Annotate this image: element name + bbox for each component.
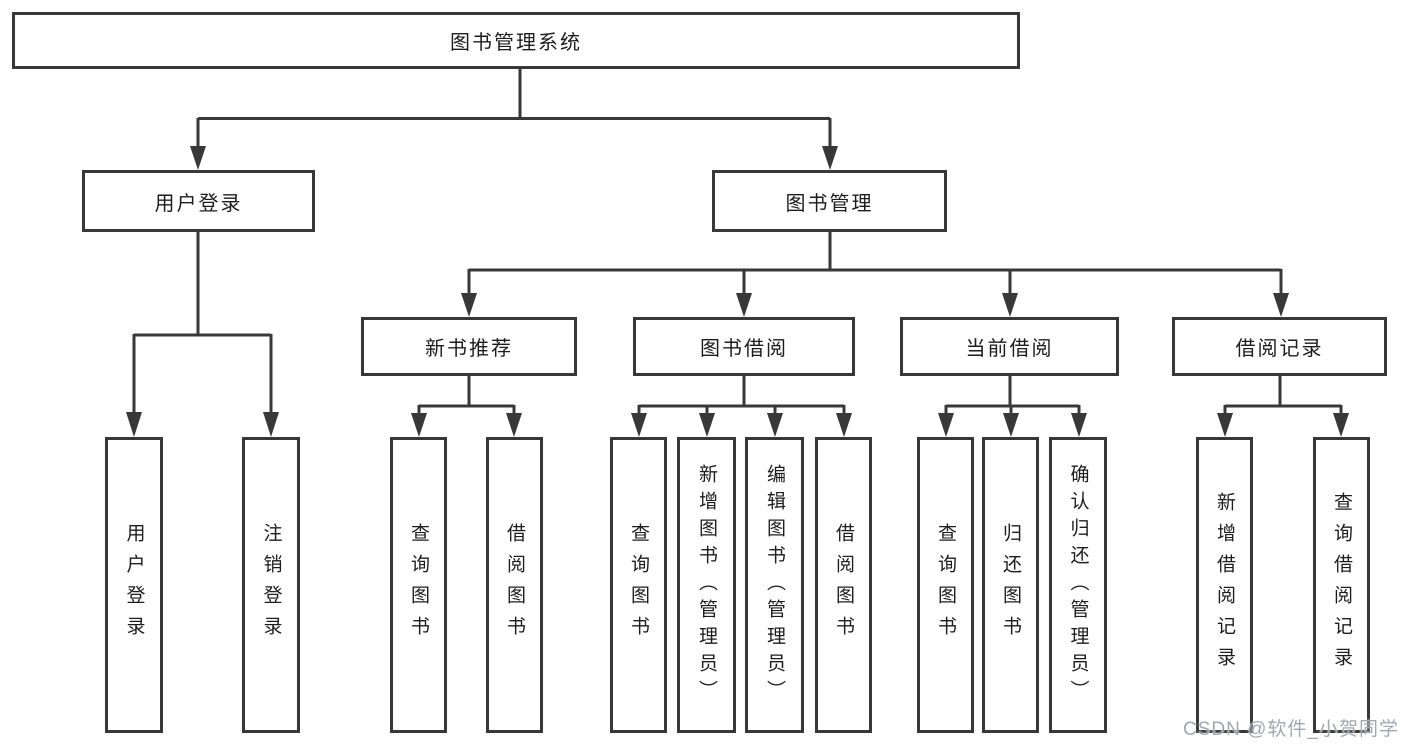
node-book-management: 图书管理 <box>712 170 947 232</box>
node-leaf-borrow-books-2: 借阅图书 <box>815 437 872 733</box>
node-leaf-query-borrow-record-label: 查询借阅记录 <box>1331 492 1352 678</box>
node-new-book-recommend: 新书推荐 <box>361 317 577 376</box>
node-leaf-query-books-1: 查询图书 <box>390 437 447 733</box>
arrowheads <box>126 146 1349 437</box>
node-leaf-query-borrow-record: 查询借阅记录 <box>1313 437 1370 733</box>
node-user-login-label: 用户登录 <box>154 192 243 215</box>
node-borrowing-records-label: 借阅记录 <box>1235 338 1324 360</box>
node-book-borrowing-label: 图书借阅 <box>700 338 788 360</box>
node-leaf-user-login-label: 用户登录 <box>123 523 145 647</box>
node-leaf-add-book-admin: 新增图书（管理员） <box>677 437 736 733</box>
node-leaf-query-books-3: 查询图书 <box>917 437 974 733</box>
node-leaf-add-borrow-record-label: 新增借阅记录 <box>1214 492 1235 678</box>
node-leaf-confirm-return-admin-label: 确认归还（管理员） <box>1067 463 1089 707</box>
node-leaf-add-borrow-record: 新增借阅记录 <box>1196 437 1253 733</box>
node-new-book-recommend-label: 新书推荐 <box>425 338 513 360</box>
node-leaf-query-books-3-label: 查询图书 <box>935 523 956 647</box>
node-borrowing-records: 借阅记录 <box>1172 317 1387 376</box>
node-leaf-return-books: 归还图书 <box>982 437 1039 733</box>
node-leaf-query-books-1-label: 查询图书 <box>408 523 429 647</box>
node-leaf-confirm-return-admin: 确认归还（管理员） <box>1049 437 1107 733</box>
node-user-login: 用户登录 <box>82 170 315 232</box>
node-leaf-query-books-2: 查询图书 <box>610 437 667 733</box>
node-leaf-return-books-label: 归还图书 <box>1000 523 1021 647</box>
node-leaf-add-book-admin-label: 新增图书（管理员） <box>696 463 717 707</box>
node-leaf-borrow-books-2-label: 借阅图书 <box>833 523 854 647</box>
node-leaf-edit-book-admin: 编辑图书（管理员） <box>745 437 804 733</box>
node-leaf-logout: 注销登录 <box>242 437 300 733</box>
node-current-borrowing-label: 当前借阅 <box>965 338 1054 360</box>
node-root-label: 图书管理系统 <box>450 32 582 54</box>
node-leaf-borrow-books-1-label: 借阅图书 <box>504 523 525 647</box>
node-book-borrowing: 图书借阅 <box>633 317 855 376</box>
node-book-management-label: 图书管理 <box>785 192 874 215</box>
node-leaf-logout-label: 注销登录 <box>260 523 282 647</box>
node-leaf-user-login: 用户登录 <box>105 437 163 733</box>
node-leaf-query-books-2-label: 查询图书 <box>628 523 649 647</box>
node-leaf-edit-book-admin-label: 编辑图书（管理员） <box>764 463 785 707</box>
node-leaf-borrow-books-1: 借阅图书 <box>486 437 543 733</box>
csdn-watermark: CSDN @软件_小贺同学 <box>1183 719 1399 740</box>
node-root: 图书管理系统 <box>12 12 1020 69</box>
node-current-borrowing: 当前借阅 <box>900 317 1119 376</box>
